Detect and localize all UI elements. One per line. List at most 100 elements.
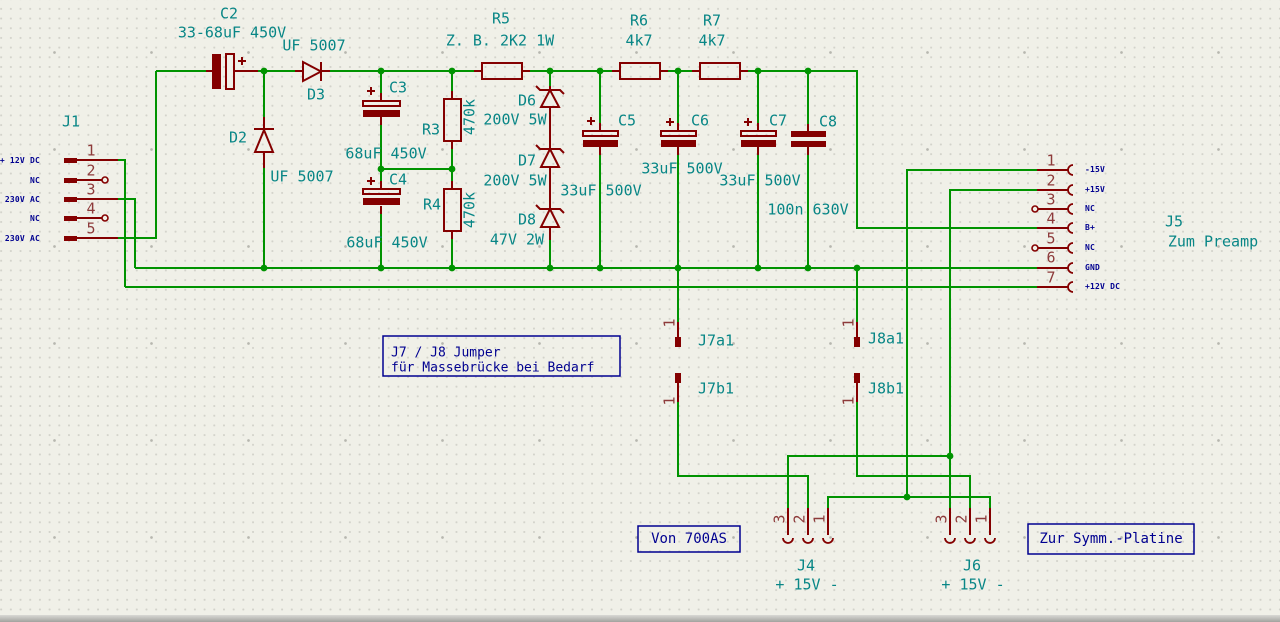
- d3-value: UF 5007: [282, 36, 346, 55]
- j5-pin7-number: 7: [1046, 268, 1056, 287]
- from-700as-label: Von 700AS: [651, 531, 727, 547]
- r7-value: 4k7: [698, 31, 726, 50]
- jumper-note-box[interactable]: [382, 335, 621, 377]
- j1-pin5-label: 230V AC: [4, 234, 40, 243]
- wire-j1-routes[interactable]: [118, 71, 157, 287]
- c5-ref: C5: [617, 111, 637, 130]
- j4-pin1-number: 1: [810, 514, 829, 524]
- r4-ref: R4: [422, 195, 442, 214]
- j5-pin5-number: 5: [1046, 229, 1056, 248]
- d6-symbol[interactable]: [535, 85, 565, 108]
- j5-pin7-label: +12V DC: [1085, 282, 1121, 291]
- c6-symbol[interactable]: [660, 118, 697, 147]
- window-edge: [0, 615, 1280, 622]
- j5-ref: J5: [1164, 212, 1184, 231]
- j5-pin6-label: GND: [1085, 263, 1101, 272]
- j6-pin1-number: 1: [972, 514, 991, 524]
- r6-ref: R6: [629, 11, 649, 30]
- d8-symbol[interactable]: [535, 204, 565, 228]
- j4-pin3-number: 3: [770, 514, 789, 524]
- r5-ref: R5: [491, 9, 511, 28]
- r3-symbol[interactable]: [443, 98, 462, 142]
- from-700as-box[interactable]: [637, 525, 741, 553]
- to-symm-label: Zur Symm.-Platine: [1039, 531, 1183, 547]
- c3-ref: C3: [388, 78, 408, 97]
- c7-value: 33uF 500V: [719, 171, 801, 190]
- r3-ref: R3: [421, 120, 441, 139]
- j4-polarity: + 15V -: [775, 575, 839, 594]
- r3-value: 470k: [460, 98, 479, 136]
- d2-ref: D2: [228, 128, 248, 147]
- wires[interactable]: [118, 70, 1037, 508]
- r4-symbol[interactable]: [443, 188, 462, 232]
- j5-pin2-label: +15V: [1085, 185, 1106, 194]
- j5-connector-pins[interactable]: [1031, 164, 1074, 293]
- d3-symbol[interactable]: [302, 60, 324, 83]
- r7-symbol[interactable]: [699, 62, 741, 80]
- j1-pin2-number: 2: [86, 161, 96, 180]
- j7b1-ref: J7b1: [697, 379, 735, 398]
- c4-symbol[interactable]: [362, 177, 401, 205]
- j5-note: Zum Preamp: [1167, 232, 1259, 251]
- j1-ref: J1: [61, 112, 81, 131]
- c5-value: 33uF 500V: [560, 181, 642, 200]
- wire-jumper8[interactable]: [856, 268, 971, 508]
- jumper-note-line1: J7 / J8 Jumper: [391, 345, 501, 361]
- wire-filter-caps[interactable]: [599, 71, 809, 268]
- j5-pin6-number: 6: [1046, 248, 1056, 267]
- r7-ref: R7: [702, 11, 722, 30]
- j5-pin2-number: 2: [1046, 171, 1056, 190]
- j7a1-ref: J7a1: [697, 331, 735, 350]
- d2-value: UF 5007: [270, 167, 334, 186]
- r5-symbol[interactable]: [481, 62, 523, 80]
- j1-pin1-number: 1: [86, 141, 96, 160]
- d6-value: 200V 5W: [483, 110, 547, 129]
- jumper-pads[interactable]: [675, 337, 860, 383]
- component-pins: [77, 70, 1068, 535]
- wire-plus15[interactable]: [787, 189, 1037, 508]
- d8-value: 47V 2W: [489, 230, 545, 249]
- c2-value: 33-68uF 450V: [177, 23, 287, 42]
- c6-ref: C6: [690, 111, 710, 130]
- to-symm-box[interactable]: [1027, 523, 1195, 555]
- j4-pin2-number: 2: [790, 514, 809, 524]
- j5-pin4-number: 4: [1046, 209, 1056, 228]
- c2-symbol[interactable]: [212, 53, 246, 90]
- d7-symbol[interactable]: [535, 144, 565, 168]
- jumper-note-line2: für Massebrücke bei Bedarf: [391, 360, 595, 376]
- j6-pin3-number: 3: [932, 514, 951, 524]
- r4-value: 470k: [460, 191, 479, 229]
- c8-symbol[interactable]: [791, 131, 826, 147]
- d6-ref: D6: [517, 91, 537, 110]
- j5-pin1-number: 1: [1046, 151, 1056, 170]
- c7-symbol[interactable]: [740, 118, 777, 147]
- c5-symbol[interactable]: [582, 117, 619, 147]
- j1-pin4-number: 4: [86, 199, 96, 218]
- j5-pin1-label: -15V: [1085, 165, 1106, 174]
- j6-pin2-number: 2: [952, 514, 971, 524]
- j4-connector-pins[interactable]: [782, 537, 834, 544]
- c4-value: 68uF 450V: [346, 233, 428, 252]
- j1-pin4-label: NC: [29, 214, 40, 223]
- j6-connector-pins[interactable]: [944, 537, 996, 544]
- wire-c3-c4[interactable]: [380, 71, 452, 268]
- j1-pin3-label: 230V AC: [4, 195, 40, 204]
- r5-value: Z. B. 2K2 1W: [445, 31, 555, 50]
- j7a1-pin-number: 1: [660, 318, 679, 328]
- wire-jumper7[interactable]: [677, 268, 809, 508]
- j1-connector-pins[interactable]: [64, 158, 109, 241]
- junction-dots: [260, 67, 954, 501]
- r6-symbol[interactable]: [619, 62, 661, 80]
- c3-value: 68uF 450V: [345, 144, 427, 163]
- d2-symbol[interactable]: [253, 127, 275, 153]
- j5-pin3-label: NC: [1085, 204, 1096, 213]
- symbols: [64, 53, 1074, 544]
- c3-symbol[interactable]: [362, 87, 401, 117]
- j8a1-ref: J8a1: [867, 329, 905, 348]
- j4-ref: J4: [796, 556, 816, 575]
- note-boxes: [382, 335, 1195, 555]
- c4-ref: C4: [388, 170, 408, 189]
- wire-hv-bus[interactable]: [156, 70, 1037, 229]
- c2-ref: C2: [219, 4, 239, 23]
